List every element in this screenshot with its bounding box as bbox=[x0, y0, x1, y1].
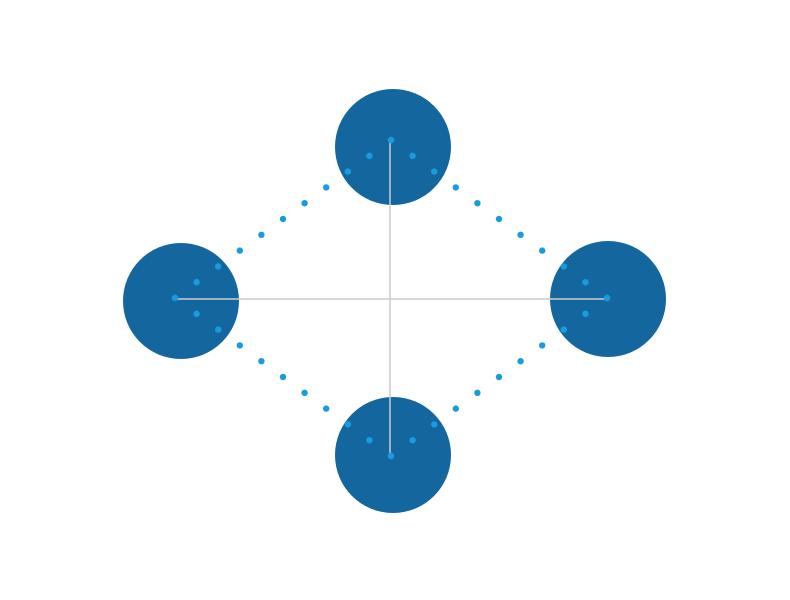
edge-dot bbox=[517, 358, 524, 365]
edge-dot bbox=[301, 200, 308, 207]
edge-dot bbox=[323, 405, 330, 412]
edge-dot bbox=[236, 247, 243, 254]
edge-dot bbox=[236, 342, 243, 349]
edge-dot bbox=[539, 342, 546, 349]
edge-dot bbox=[387, 136, 395, 144]
edge-dot bbox=[431, 421, 438, 428]
edge-bottom-right bbox=[387, 294, 611, 460]
edge-dot bbox=[258, 358, 265, 365]
dotted-edges bbox=[171, 136, 611, 460]
cross-axes bbox=[175, 140, 607, 456]
edge-dot bbox=[366, 152, 373, 159]
edge-dot bbox=[279, 215, 287, 223]
edge-dot bbox=[539, 247, 546, 254]
edge-dot bbox=[171, 294, 179, 302]
edge-dot bbox=[301, 389, 308, 396]
edge-dot bbox=[323, 184, 330, 191]
node-left bbox=[123, 243, 239, 359]
edge-dot bbox=[582, 279, 589, 286]
edge-dot bbox=[474, 200, 481, 207]
edge-dot bbox=[560, 326, 567, 333]
edge-dot bbox=[452, 405, 459, 412]
edge-dot bbox=[495, 373, 503, 381]
edge-dot bbox=[452, 184, 459, 191]
edge-bottom-left bbox=[171, 294, 395, 460]
node-top bbox=[335, 89, 451, 205]
edge-dot bbox=[409, 437, 416, 444]
edge-dot bbox=[344, 168, 351, 175]
edge-dot bbox=[193, 310, 200, 317]
edge-dot bbox=[215, 263, 222, 270]
edge-dot bbox=[517, 231, 524, 238]
edge-dot bbox=[366, 437, 373, 444]
edge-dot bbox=[193, 279, 200, 286]
edge-dot bbox=[603, 294, 611, 302]
edge-dot bbox=[387, 452, 395, 460]
edge-dot bbox=[431, 168, 438, 175]
edge-dot bbox=[215, 326, 222, 333]
edge-dot bbox=[495, 215, 503, 223]
edge-dot bbox=[344, 421, 351, 428]
edge-dot bbox=[258, 231, 265, 238]
edge-dot bbox=[279, 373, 287, 381]
edge-dot bbox=[582, 310, 589, 317]
edge-dot bbox=[474, 389, 481, 396]
edge-dot bbox=[560, 263, 567, 270]
nodes bbox=[123, 89, 666, 513]
edge-dot bbox=[409, 152, 416, 159]
